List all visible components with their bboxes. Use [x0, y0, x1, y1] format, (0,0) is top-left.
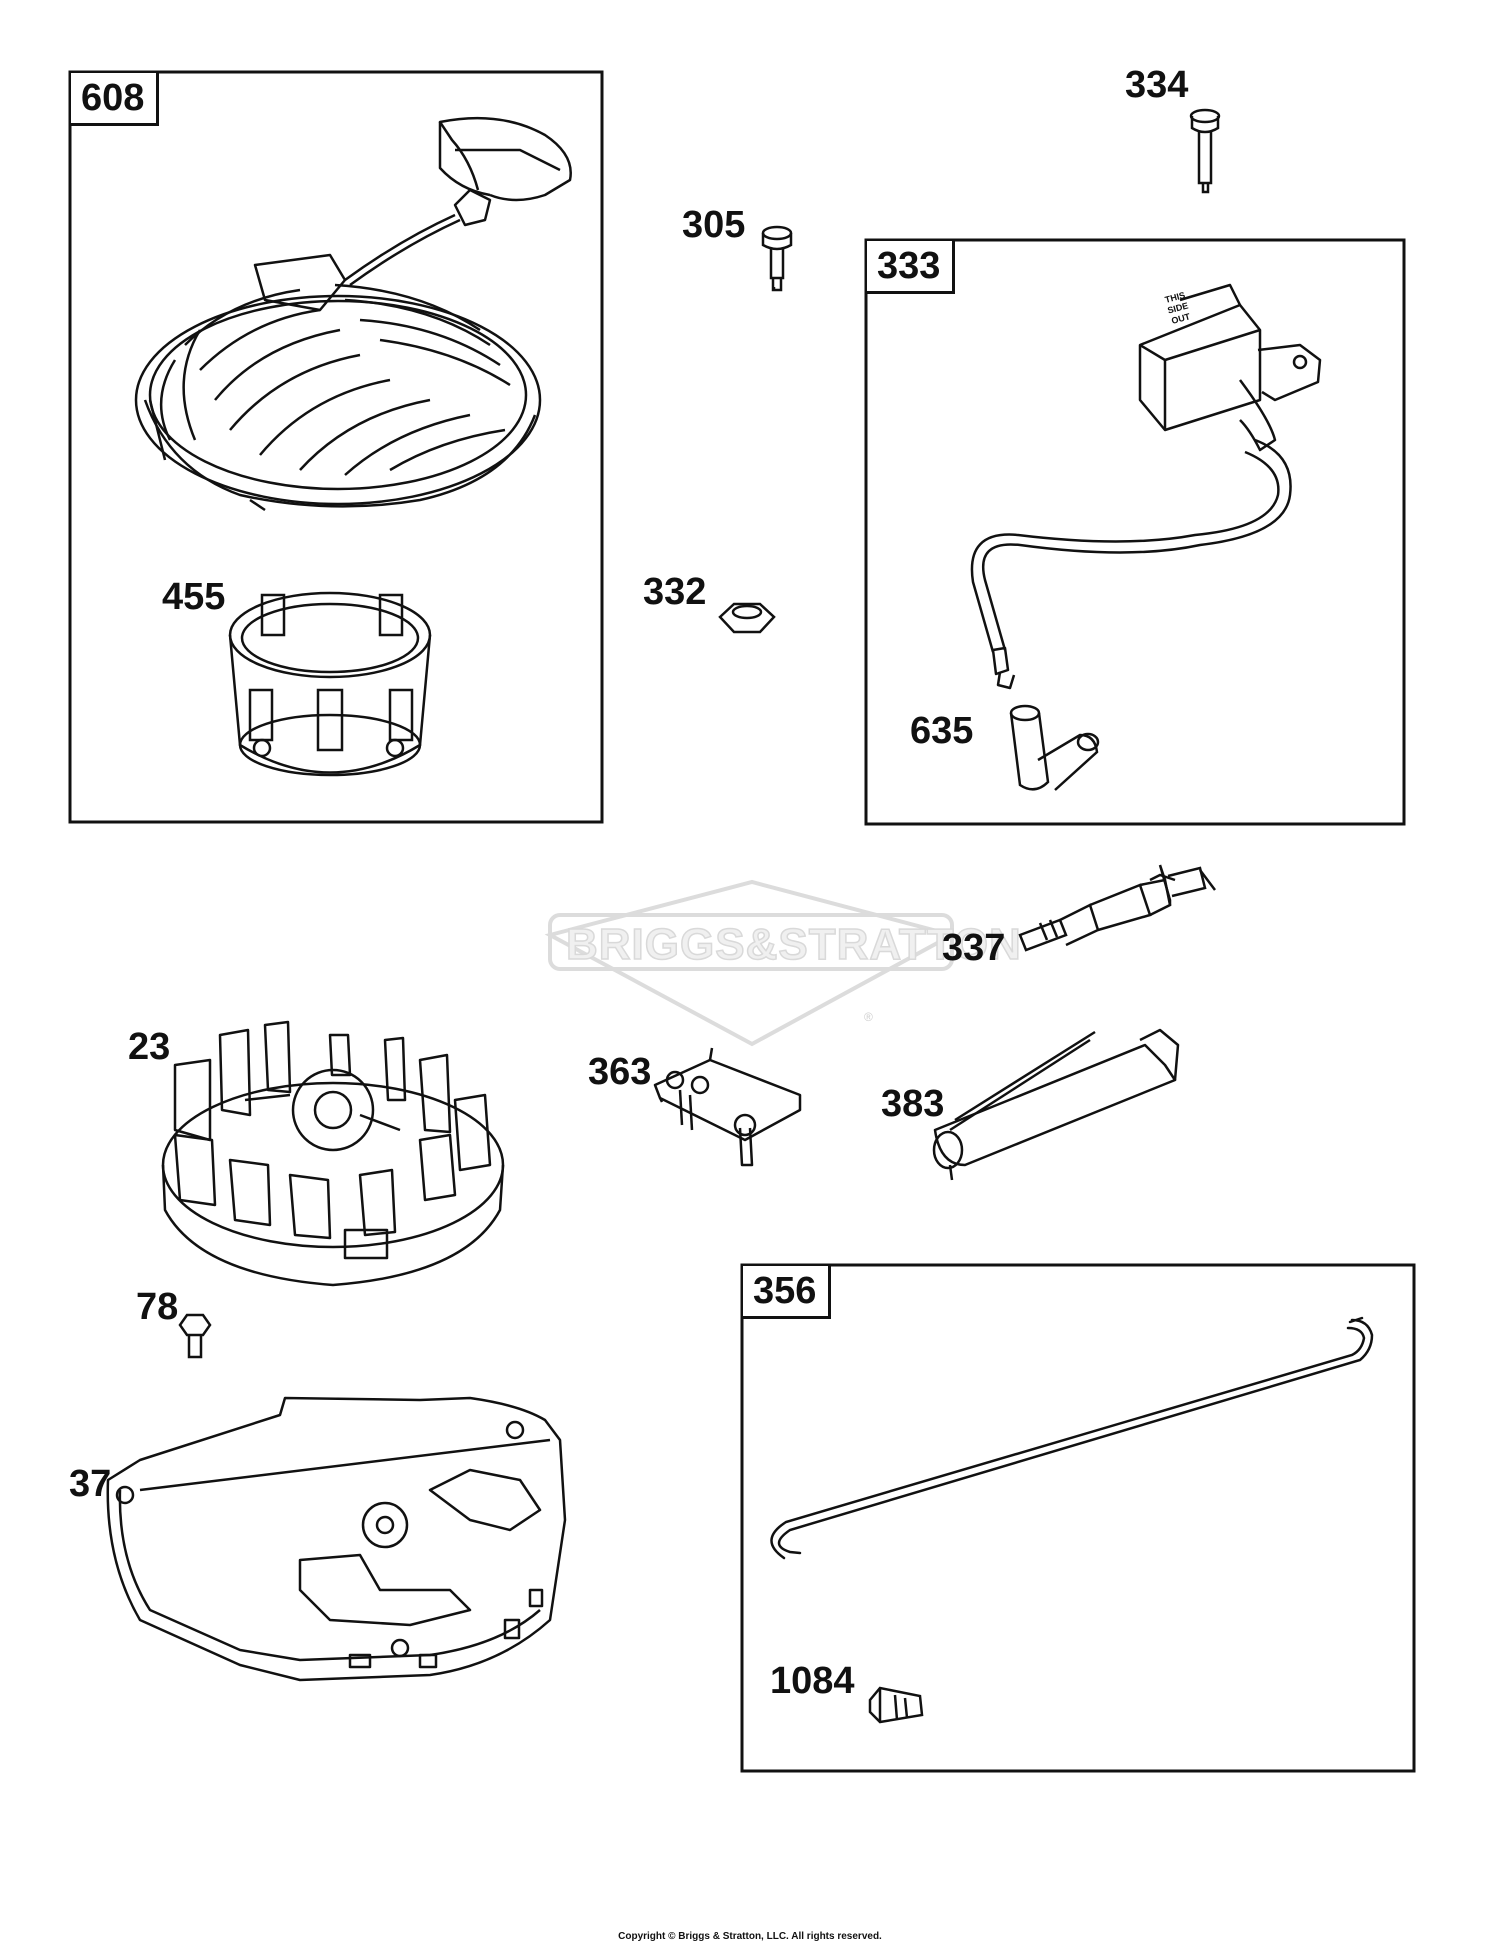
spark-plug-boot-part — [1009, 704, 1100, 791]
starter-cup-part — [228, 591, 432, 777]
part-label-305: 305 — [682, 204, 746, 246]
box-label-333: 333 — [867, 241, 956, 294]
part-label-23: 23 — [128, 1026, 171, 1068]
part-label-363: 363 — [588, 1051, 652, 1093]
frame-356 — [740, 1263, 1416, 1773]
part-label-37: 37 — [69, 1463, 112, 1505]
watermark-registered: ® — [864, 1010, 873, 1024]
box-label-608: 608 — [71, 73, 160, 126]
part-label-337: 337 — [942, 927, 1006, 969]
ignition-coil-part — [970, 283, 1322, 690]
nut-332-part — [718, 602, 776, 634]
spark-plug-part — [1018, 864, 1216, 952]
frame-333 — [864, 238, 1406, 826]
part-label-455: 455 — [162, 576, 226, 618]
part-label-383: 383 — [881, 1083, 945, 1125]
part-label-334: 334 — [1125, 64, 1189, 106]
watermark-logo — [544, 879, 958, 1047]
spark-plug-wrench-part — [932, 1028, 1180, 1181]
flywheel-part — [161, 1020, 505, 1287]
bolt-78-part — [178, 1313, 212, 1359]
bracket-363-part — [653, 1047, 802, 1167]
terminal-1084-part — [868, 1686, 924, 1724]
part-label-635: 635 — [910, 710, 974, 752]
blower-housing-part — [106, 1396, 567, 1682]
part-label-1084: 1084 — [770, 1660, 855, 1702]
screw-334-part — [1189, 108, 1221, 194]
rewind-starter-part — [134, 116, 572, 512]
screw-305-part — [761, 225, 793, 292]
frame-608 — [68, 70, 604, 824]
watermark-text: BRIGGS&STRATTON — [565, 919, 1022, 970]
copyright-notice: Copyright © Briggs & Stratton, LLC. All … — [618, 1931, 882, 1942]
box-label-356: 356 — [743, 1266, 832, 1319]
part-label-332: 332 — [643, 571, 707, 613]
ground-wire-part — [770, 1316, 1374, 1560]
part-label-78: 78 — [136, 1286, 179, 1328]
